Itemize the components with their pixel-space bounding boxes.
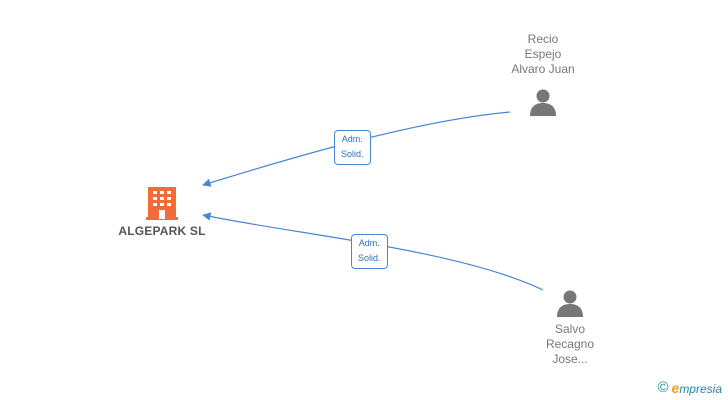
- person-name-line: Alvaro Juan: [511, 62, 575, 76]
- brand-initial: e: [671, 379, 680, 396]
- edge-label-p1[interactable]: Adm. Solid.: [334, 130, 371, 165]
- edge-label-line: Adm.: [341, 134, 363, 144]
- edge-label-line: Solid.: [341, 149, 364, 159]
- edge-label-line: Solid.: [358, 253, 381, 263]
- person-name-line: Jose...: [552, 352, 588, 366]
- brand-watermark: © empresia: [657, 379, 722, 396]
- person-icon: [530, 89, 556, 116]
- edge-label-p2[interactable]: Adm. Solid.: [351, 234, 388, 269]
- person-name-line: Espejo: [524, 47, 562, 61]
- person-icon: [557, 290, 583, 317]
- brand-logo: empresia: [672, 380, 722, 396]
- copyright-symbol: ©: [657, 379, 669, 396]
- company-node[interactable]: ALGEPARK SL: [112, 185, 212, 238]
- person-node-p1[interactable]: Recio Espejo Alvaro Juan: [500, 32, 586, 117]
- person-name-line: Recio: [527, 32, 559, 46]
- company-name: ALGEPARK SL: [118, 224, 206, 238]
- building-icon: [146, 187, 178, 220]
- person-name-line: Recagno: [545, 337, 595, 351]
- person-name-p1: Recio Espejo Alvaro Juan: [500, 32, 586, 77]
- person-name-line: Salvo: [554, 322, 586, 336]
- person-node-p2[interactable]: Salvo Recagno Jose...: [527, 288, 613, 367]
- edge-label-line: Adm.: [358, 238, 380, 248]
- person-name-p2: Salvo Recagno Jose...: [527, 322, 613, 367]
- brand-rest: mpresia: [679, 381, 722, 396]
